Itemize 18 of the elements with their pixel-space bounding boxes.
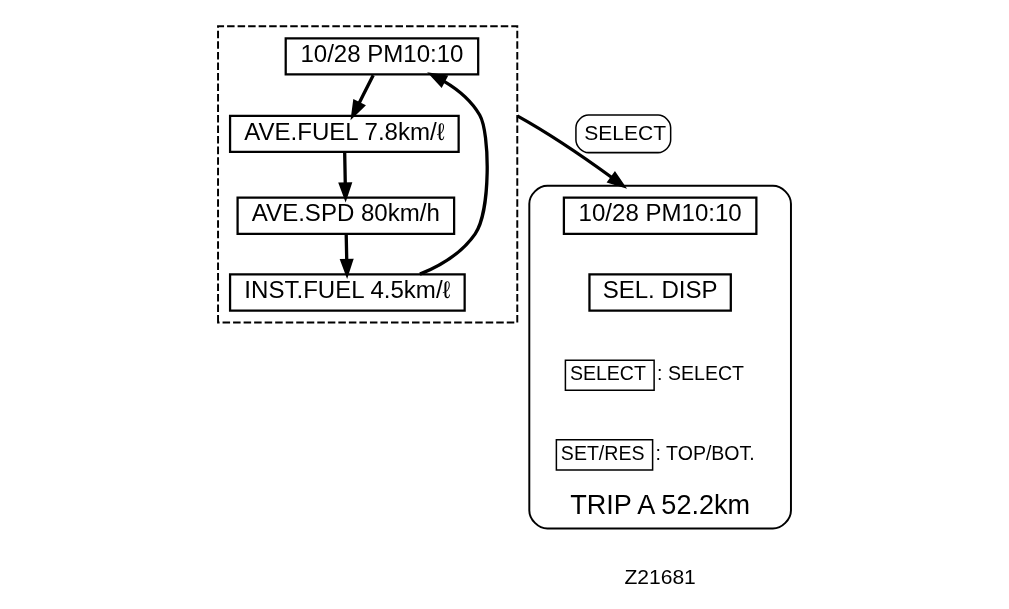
arrow — [338, 152, 353, 203]
node-box: 10/28 PM10:10 — [284, 37, 480, 76]
node-box: SEL. DISP — [588, 273, 732, 312]
cluster — [217, 25, 519, 324]
node-box: INST.FUEL 4.5km/ℓ — [228, 273, 466, 312]
node-box: 10/28 PM10:10 — [562, 196, 758, 235]
edge-label: SELECT — [584, 121, 667, 145]
node-box: SET/RES — [555, 439, 654, 471]
label: Z21681 — [624, 564, 696, 588]
node-box: AVE.SPD 80km/h — [236, 196, 456, 235]
node-label: : TOP/BOT. — [655, 441, 755, 464]
arrow — [339, 234, 354, 279]
node-label: : SELECT — [657, 362, 744, 385]
arrow — [516, 114, 628, 189]
node-box: SELECT — [564, 359, 655, 391]
arrow — [350, 74, 375, 121]
arrow — [419, 72, 489, 276]
node-box: AVE.FUEL 7.8km/ℓ — [228, 114, 460, 153]
